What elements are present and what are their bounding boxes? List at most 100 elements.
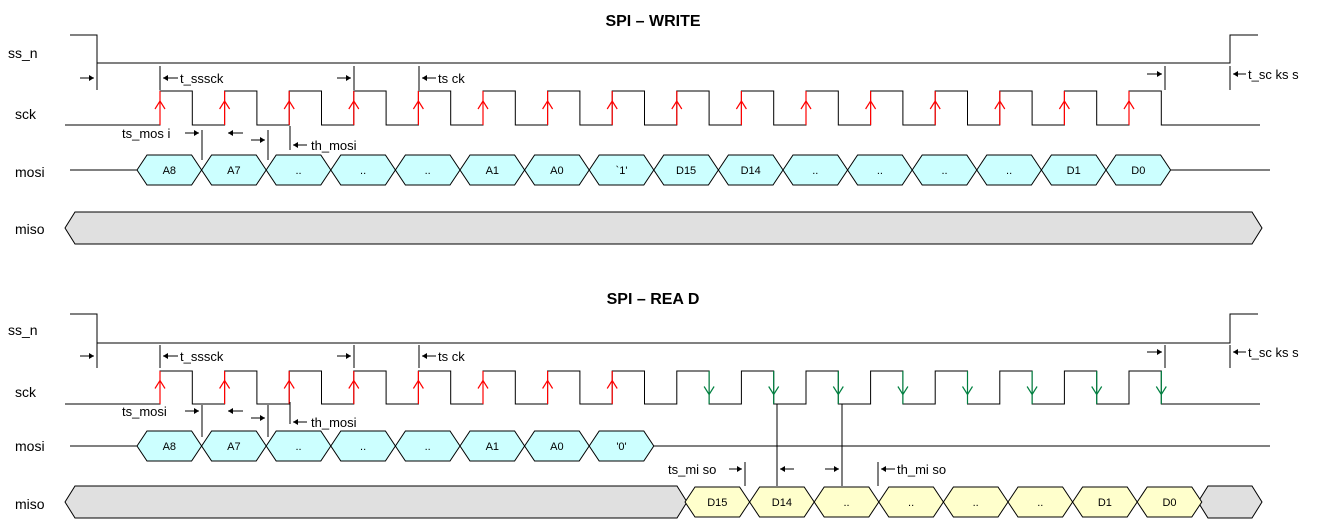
rising-edge-arrow-icon bbox=[606, 371, 618, 404]
bus-segment-label: .. bbox=[360, 165, 366, 177]
bus-segment: D15 bbox=[684, 486, 751, 518]
bus-segment-label: .. bbox=[908, 497, 914, 509]
arrow-left-icon bbox=[163, 353, 178, 359]
falling-edge-arrow-icon bbox=[703, 371, 715, 404]
arrow-right-icon bbox=[1147, 71, 1162, 77]
read-th-mosi-label: th_mosi bbox=[311, 415, 357, 430]
rising-edge-arrow-icon bbox=[735, 91, 747, 125]
write-timing-annotations: t_sssck ts ck t_sc ks s ts_mos i bbox=[80, 63, 1299, 160]
bus-segment-label: .. bbox=[295, 165, 301, 177]
rising-edge-arrow-icon bbox=[477, 91, 489, 125]
falling-edge-arrow-icon bbox=[832, 371, 844, 404]
bus-segment-label: D15 bbox=[676, 165, 696, 177]
bus-segment-label: A0 bbox=[550, 165, 563, 177]
arrow-left-icon bbox=[1233, 349, 1246, 355]
bus-segment: '0' bbox=[588, 430, 655, 462]
bus-segment: A0 bbox=[523, 430, 590, 462]
read-t-sssck-label: t_sssck bbox=[180, 349, 224, 364]
arrow-right-icon bbox=[80, 353, 94, 359]
rising-edge-arrow-icon bbox=[348, 371, 360, 404]
bus-segment-label: D14 bbox=[772, 497, 792, 509]
bus-segment-label: .. bbox=[941, 165, 947, 177]
rising-edge-arrow-icon bbox=[154, 371, 166, 404]
bus-segment-label: D0 bbox=[1162, 497, 1176, 509]
sck-waveform bbox=[65, 370, 1260, 405]
bus-segment-label: .. bbox=[1006, 165, 1012, 177]
bus-segment-label: .. bbox=[843, 497, 849, 509]
rising-edge-arrow-icon bbox=[1123, 91, 1135, 125]
bus-segment-label: A1 bbox=[486, 165, 499, 177]
bus-segment-label: A8 bbox=[163, 165, 176, 177]
rising-edge-arrow-icon bbox=[865, 91, 877, 125]
bus-segment: .. bbox=[942, 486, 1009, 518]
arrow-left-icon bbox=[881, 466, 895, 472]
read-tsck-label: ts ck bbox=[438, 349, 465, 364]
arrow-right-icon bbox=[1147, 349, 1162, 355]
rising-edge-arrow-icon bbox=[1058, 91, 1070, 125]
bus-segment: A1 bbox=[459, 154, 526, 186]
arrow-right-icon bbox=[185, 130, 199, 136]
bus-segment-label: .. bbox=[425, 441, 431, 453]
rising-edge-arrow-icon bbox=[800, 91, 812, 125]
falling-edge-arrow-icon bbox=[1026, 371, 1038, 404]
falling-edge-arrow-icon bbox=[961, 371, 974, 404]
bus-segment: .. bbox=[394, 430, 461, 462]
bus-segment-label: A1 bbox=[486, 441, 499, 453]
arrow-right-icon bbox=[729, 466, 742, 472]
rising-edge-arrow-icon bbox=[671, 91, 683, 125]
bus-segment: A7 bbox=[200, 154, 267, 186]
read-t-scks-s-label: t_sc ks s bbox=[1248, 345, 1299, 360]
rising-edge-arrow-icon bbox=[412, 371, 424, 404]
arrow-left-icon bbox=[293, 142, 307, 148]
falling-edge-arrow-icon bbox=[1091, 371, 1103, 404]
bus-segment: .. bbox=[813, 486, 880, 518]
arrow-left-icon bbox=[422, 353, 436, 359]
bus-segment-label: .. bbox=[360, 441, 366, 453]
bus-segment: A7 bbox=[200, 430, 267, 462]
write-th-mosi-label: th_mosi bbox=[311, 138, 357, 153]
read-miso-bus: D15 D14........ D1 D0 bbox=[684, 486, 1203, 518]
write-label-miso: miso bbox=[15, 221, 45, 237]
arrow-right-icon bbox=[185, 408, 199, 414]
rising-edge-arrow-icon bbox=[542, 91, 554, 125]
write-label-mosi: mosi bbox=[15, 164, 45, 180]
bus-segment: .. bbox=[265, 154, 332, 186]
rising-edge-arrow-icon bbox=[348, 91, 360, 125]
read-th-miso-label: th_mi so bbox=[897, 462, 946, 477]
bus-segment-label: '0' bbox=[616, 441, 626, 453]
bus-segment-label: .. bbox=[295, 441, 301, 453]
read-label-ss-n: ss_n bbox=[8, 322, 38, 338]
bus-segment: .. bbox=[394, 154, 461, 186]
rising-edge-arrow-icon bbox=[477, 371, 489, 404]
bus-segment-label: A7 bbox=[227, 165, 240, 177]
arrow-left-icon bbox=[228, 408, 243, 414]
falling-edge-arrow-icon bbox=[897, 371, 909, 404]
arrow-left-icon bbox=[293, 419, 307, 425]
bus-segment: .. bbox=[1007, 486, 1074, 518]
bus-segment: D1 bbox=[1071, 486, 1138, 518]
bus-segment: D0 bbox=[1136, 486, 1203, 518]
bus-segment: D0 bbox=[1105, 154, 1172, 186]
bus-segment-label: D0 bbox=[1131, 165, 1145, 177]
read-ts-miso-label: ts_mi so bbox=[668, 462, 716, 477]
bus-segment-label: D15 bbox=[707, 497, 727, 509]
bus-segment: A1 bbox=[459, 430, 526, 462]
rising-edge-arrow-icon bbox=[219, 91, 231, 125]
bus-segment-label: `1' bbox=[616, 165, 628, 177]
bus-segment-label: .. bbox=[1037, 497, 1043, 509]
arrow-left-icon bbox=[780, 466, 794, 472]
read-miso-idle-bus bbox=[64, 485, 688, 519]
arrow-left-icon bbox=[1233, 71, 1246, 77]
read-miso-tail-bus bbox=[1197, 485, 1263, 519]
bus-segment-label: A7 bbox=[227, 441, 240, 453]
rising-edge-arrow-icon bbox=[219, 371, 231, 404]
arrow-left-icon bbox=[163, 75, 178, 81]
write-label-ss-n: ss_n bbox=[8, 45, 38, 61]
rising-edge-arrow-icon bbox=[994, 91, 1006, 125]
bus-segment: .. bbox=[976, 154, 1043, 186]
arrow-left-icon bbox=[228, 130, 243, 136]
